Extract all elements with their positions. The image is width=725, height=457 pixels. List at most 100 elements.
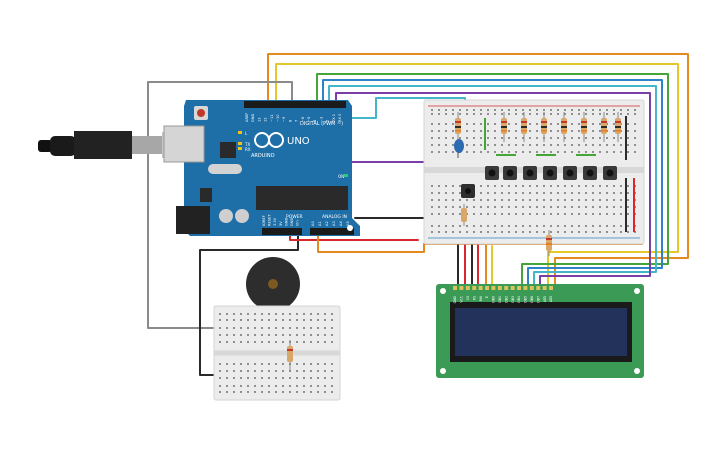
wire-gray-buzzer[interactable] bbox=[147, 81, 293, 329]
lcd-pin[interactable] bbox=[478, 286, 483, 290]
pin-label: IOREF bbox=[262, 215, 266, 226]
lcd-pin-label: V0 bbox=[466, 296, 470, 300]
wire-orange-top[interactable] bbox=[267, 53, 689, 286]
small-breadboard-holes bbox=[219, 313, 333, 393]
potentiometer[interactable] bbox=[461, 184, 475, 198]
pin-label: ~10 bbox=[276, 114, 280, 122]
lcd-pin[interactable] bbox=[549, 286, 553, 290]
power-label: POWER bbox=[286, 214, 303, 220]
arduino-board[interactable]: DIGITAL (PWM ~) UNO ARDUINO L TX RX ON P… bbox=[163, 100, 361, 236]
lcd-pin[interactable] bbox=[465, 286, 470, 290]
lcd-pin-label: LED bbox=[543, 295, 547, 302]
led-tx-label: TX bbox=[244, 142, 250, 147]
lcd-pin-label: E bbox=[485, 296, 489, 298]
lcd-pin-label: DB3 bbox=[511, 296, 515, 303]
analog-header[interactable] bbox=[310, 228, 354, 235]
lcd-pin[interactable] bbox=[472, 286, 477, 290]
lcd-pin-label: DB2 bbox=[504, 296, 508, 303]
wire-yellow-top[interactable] bbox=[275, 63, 679, 286]
pin-label: A3 bbox=[332, 221, 336, 226]
led[interactable] bbox=[454, 139, 464, 158]
wire-purple-top[interactable] bbox=[335, 92, 651, 286]
wire-blue-top[interactable] bbox=[322, 79, 663, 286]
pin-label: A2 bbox=[325, 221, 329, 226]
small-breadboard[interactable] bbox=[213, 305, 341, 401]
wire-green-top[interactable] bbox=[316, 73, 669, 286]
lcd-pin[interactable] bbox=[459, 286, 464, 290]
pin-label: TX 1 bbox=[332, 114, 336, 123]
pin-label: ~3 bbox=[319, 117, 323, 122]
pin-label: GND bbox=[251, 114, 255, 122]
led-on-label: ON bbox=[338, 174, 344, 179]
pin-label: RX 0 bbox=[338, 113, 342, 122]
digital-label: DIGITAL (PWM ~) bbox=[300, 121, 343, 127]
lcd-pin[interactable] bbox=[491, 286, 496, 290]
pin-label: A5 bbox=[346, 221, 350, 226]
pin-label: RESET bbox=[268, 214, 272, 226]
breadboard-jumpers bbox=[484, 118, 596, 156]
pot-resistor bbox=[461, 204, 467, 226]
pin-label: Vin bbox=[296, 220, 300, 226]
pin-label: GND bbox=[284, 218, 288, 226]
led-rx-label: RX bbox=[245, 147, 251, 152]
lcd-pin-label: DB4 bbox=[517, 296, 521, 303]
lcd-pin[interactable] bbox=[453, 286, 457, 290]
buzzer-resistor bbox=[287, 340, 293, 370]
board-model: UNO bbox=[287, 136, 310, 147]
digital-header[interactable] bbox=[244, 101, 346, 108]
backlight-resistor bbox=[546, 230, 552, 256]
lcd-pin[interactable] bbox=[529, 286, 534, 290]
pin-label: ~5 bbox=[307, 117, 311, 122]
pushbuttons[interactable] bbox=[485, 166, 617, 180]
lcd-pin[interactable] bbox=[485, 286, 489, 290]
lcd-pin[interactable] bbox=[504, 286, 509, 290]
pin-label: A4 bbox=[339, 221, 343, 226]
pin-label: 8 bbox=[288, 119, 292, 122]
lcd-pin-label: VCC bbox=[460, 295, 464, 302]
pin-label: A0 bbox=[311, 221, 315, 226]
wire-cyan-top[interactable] bbox=[328, 85, 657, 286]
led-l-label: L bbox=[245, 131, 248, 136]
dc-jack[interactable] bbox=[176, 206, 210, 234]
pin-label: A1 bbox=[318, 221, 322, 226]
lcd-pin-label: DB0 bbox=[492, 296, 496, 303]
lcd-pin-label: DB1 bbox=[498, 296, 502, 303]
lcd-pin-label: LED bbox=[549, 295, 553, 302]
lcd-pin[interactable] bbox=[536, 286, 541, 290]
atmega-chip bbox=[256, 186, 348, 210]
lcd-pin-label: DB5 bbox=[524, 296, 528, 303]
pin-label: 7 bbox=[295, 120, 299, 122]
lcd-pin[interactable] bbox=[517, 286, 521, 290]
lcd-pin[interactable] bbox=[497, 286, 502, 290]
lcd-pin-label: DB6 bbox=[530, 296, 534, 303]
board-brand: ARDUINO bbox=[251, 153, 275, 159]
pin-label: 2 bbox=[326, 120, 330, 122]
pin-label: 4 bbox=[313, 119, 317, 122]
lcd-pin-label: RS bbox=[472, 296, 476, 300]
power-header[interactable] bbox=[262, 228, 302, 235]
lcd-pin-label: RW bbox=[479, 295, 483, 301]
pin-label: ~6 bbox=[301, 116, 305, 122]
lcd-pin[interactable] bbox=[523, 286, 528, 290]
pin-label: 5V bbox=[279, 221, 283, 226]
pin-label: GND bbox=[290, 218, 294, 226]
pin-label: ~9 bbox=[282, 116, 286, 122]
pin-label: 13 bbox=[257, 117, 261, 122]
lcd-pin-label: GND bbox=[453, 295, 457, 303]
pin-label: AREF bbox=[245, 113, 249, 122]
lcd-pin[interactable] bbox=[542, 286, 547, 290]
lcd-pin[interactable] bbox=[510, 286, 515, 290]
usb-port[interactable] bbox=[163, 125, 205, 163]
lcd-pin-label: DB7 bbox=[536, 296, 540, 303]
pin-label: 12 bbox=[264, 117, 268, 122]
analog-label: ANALOG IN bbox=[322, 214, 347, 220]
arduino-logo bbox=[254, 132, 284, 148]
pin-label: ~11 bbox=[270, 114, 274, 122]
